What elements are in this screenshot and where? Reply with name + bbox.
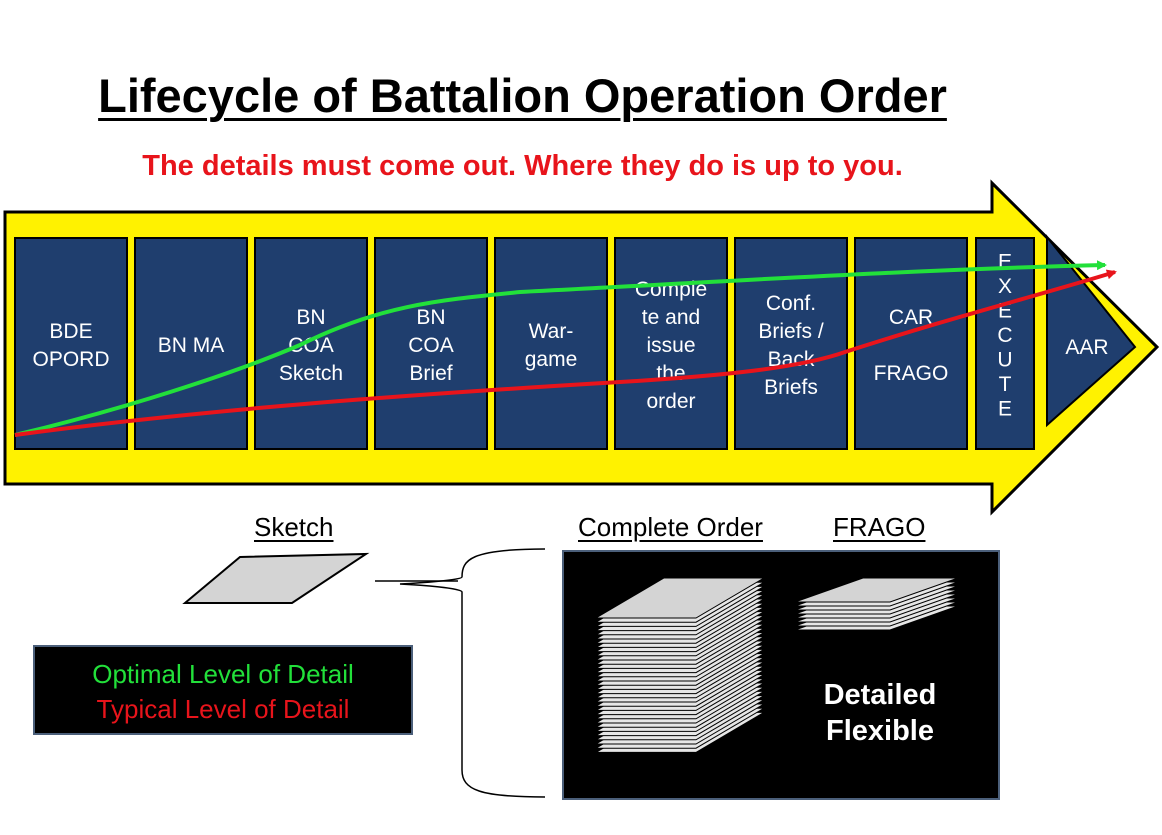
step-label-line: Conf. — [766, 292, 816, 315]
legend-optimal: Optimal Level of Detail — [92, 659, 354, 689]
step-label-line: War- — [529, 320, 574, 343]
step-label-line: Sketch — [279, 362, 343, 385]
typical-detail-curve — [14, 269, 1117, 437]
step-box — [975, 237, 1035, 450]
step-label-line: BDE — [49, 320, 92, 343]
caption-detailed: Detailed — [823, 679, 937, 711]
aar-label: AAR — [1065, 336, 1108, 359]
step-label-line: U — [997, 349, 1012, 372]
step-label-line: Briefs / — [758, 320, 824, 343]
step-wargame: War-game — [494, 237, 608, 450]
complete-order-label: Complete Order — [578, 512, 763, 542]
step-label-line: X — [998, 275, 1012, 298]
step-label-line: CAR — [889, 306, 933, 329]
step-bn-coa-sketch: BN COA Sketch — [254, 237, 368, 450]
step-box — [614, 237, 728, 450]
caption-flexible: Flexible — [826, 715, 934, 747]
step-boxes: BDE OPORD BN MA BN COA Sketch BN COA Brief War-ga… — [14, 237, 1035, 450]
order-brace — [399, 548, 546, 798]
step-bde-opord: BDE OPORD — [14, 237, 128, 450]
step-label-line: issue — [646, 334, 695, 357]
step-label-line: BN — [416, 306, 445, 329]
step-label-line: OPORD — [32, 348, 109, 371]
step-label-line: FRAGO — [874, 362, 949, 385]
legend-box: Optimal Level of Detail Typical Level of… — [33, 645, 413, 735]
step-label-line: COA — [408, 334, 454, 357]
step-label-line: te and — [642, 306, 700, 329]
step-label-line: the — [656, 362, 685, 385]
step-bn-coa-brief: BN COA Brief — [374, 237, 488, 450]
step-box — [374, 237, 488, 450]
optimal-detail-curve — [14, 260, 1107, 437]
step-label-line: COA — [288, 334, 334, 357]
step-label-line: order — [646, 390, 695, 413]
step-label-line: T — [999, 373, 1012, 396]
step-label-line: Brief — [409, 362, 452, 385]
step-label-line: BN — [296, 306, 325, 329]
step-label-line: BN MA — [158, 334, 225, 357]
legend-typical: Typical Level of Detail — [96, 694, 350, 724]
step-label-line: C — [997, 324, 1012, 347]
sketch-document-icon — [182, 552, 370, 604]
step-box — [14, 237, 128, 450]
step-label-line: E — [998, 398, 1012, 421]
frago-label: FRAGO — [833, 512, 926, 542]
documents-caption: Detailed Flexible — [780, 677, 980, 749]
step-box — [494, 237, 608, 450]
step-box — [254, 237, 368, 450]
page-title: Lifecycle of Battalion Operation Order — [98, 69, 947, 122]
page-subtitle: The details must come out. Where they do… — [142, 150, 903, 182]
documents-box — [562, 550, 1000, 800]
step-label-line: game — [525, 348, 578, 371]
sketch-label: Sketch — [254, 512, 334, 542]
step-label-line: Briefs — [764, 376, 818, 399]
step-box — [734, 237, 848, 450]
